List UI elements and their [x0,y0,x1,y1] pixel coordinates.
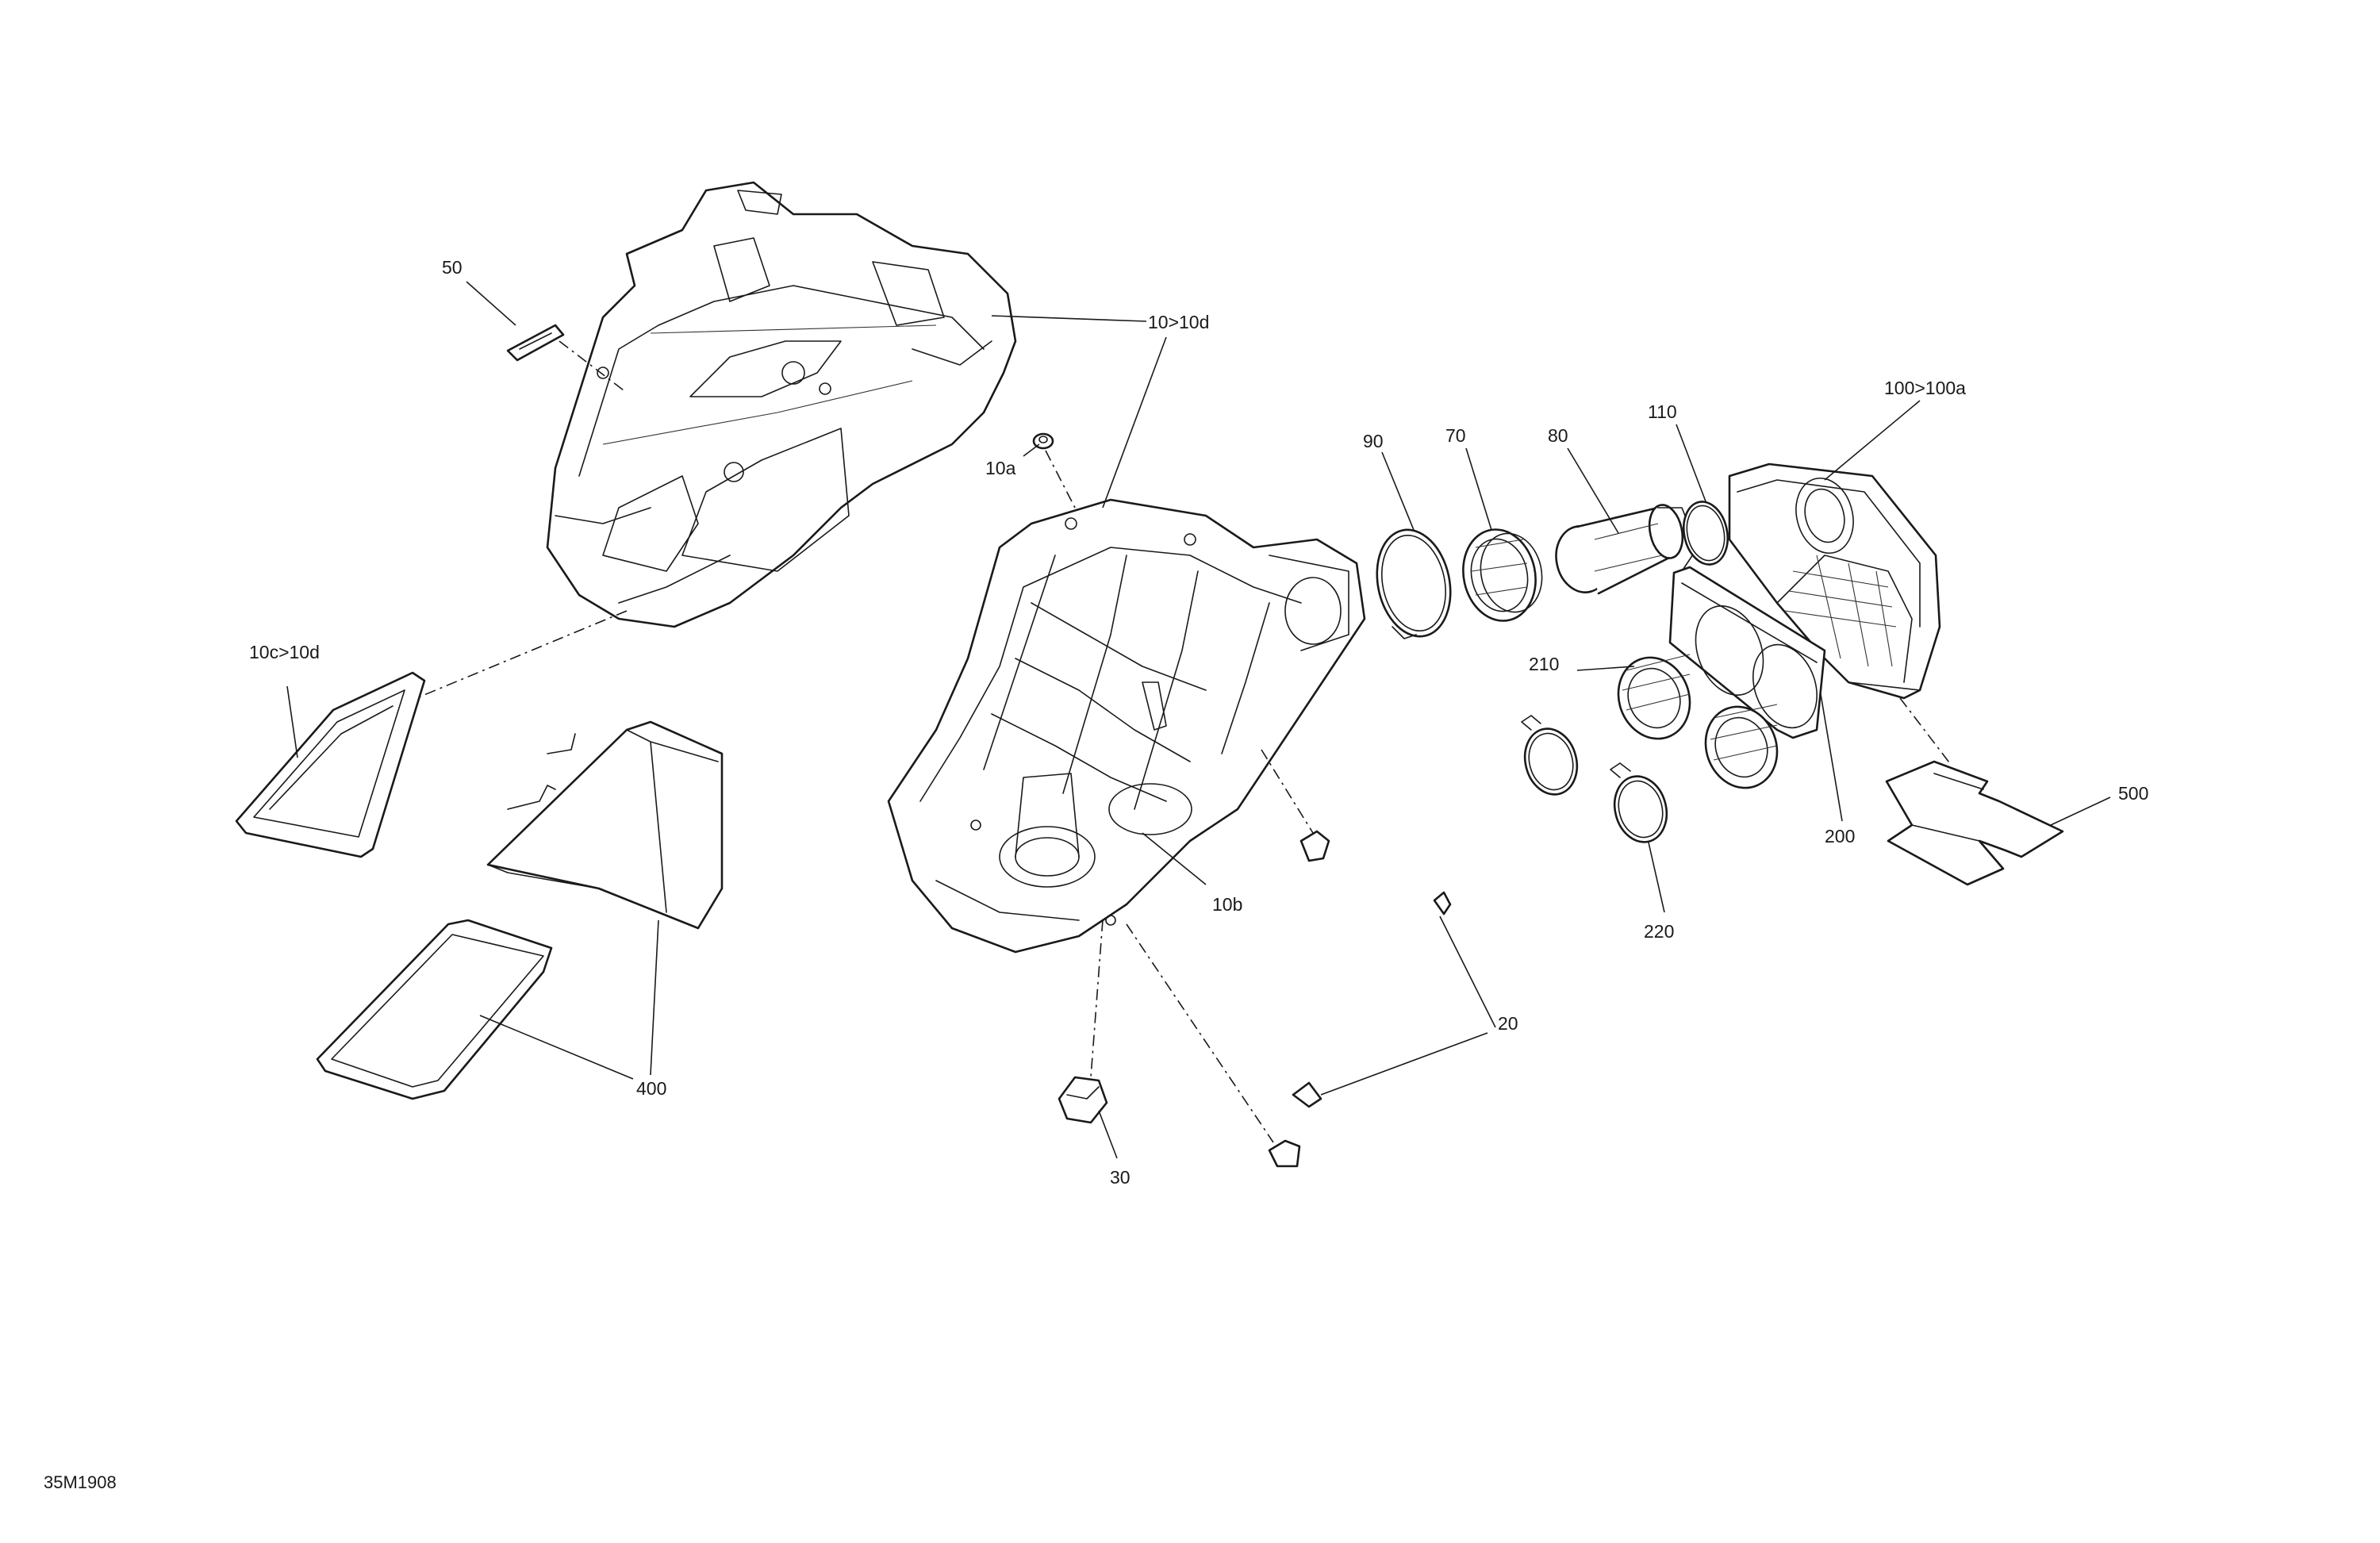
callout-210: 210 [1529,654,1559,674]
rubber-boot-part-210 [1617,654,1779,789]
heat-shield-part-400 [486,720,724,930]
callout-50: 50 [442,257,463,278]
callout-100-100a: 100>100a [1884,378,1966,398]
callout-500: 500 [2118,783,2148,804]
filter-housing-part-100 [1728,463,1941,700]
callout-400: 400 [636,1078,666,1099]
callout-70: 70 [1445,425,1466,446]
hose-clamp-part-220 [1521,715,1668,843]
callout-10-10d: 10>10d [1148,312,1209,332]
callout-10a: 10a [985,458,1016,478]
coupling-part-70 [1462,528,1543,622]
callout-80: 80 [1548,425,1568,446]
intake-tube-part-80 [1555,504,1699,595]
airbox-lower-part [887,498,1366,954]
callout-10c-10d: 10c>10d [249,642,320,662]
callout-10b: 10b [1212,894,1242,915]
airbox-cover-part [546,181,1017,628]
adapter-plate-part-200 [1668,566,1826,739]
document-reference: 35M1908 [44,1472,117,1492]
clip-part-30 [1058,1076,1108,1124]
clip-part-20 [1268,830,1452,1168]
callout-30: 30 [1110,1167,1130,1188]
cover-plate-part-400 [316,919,553,1100]
callout-90: 90 [1363,431,1384,451]
callout-200: 200 [1825,826,1855,846]
callout-labels: 50 10>10d 10a 10c>10d 10b 400 30 20 90 7… [249,257,2148,1188]
callout-110: 110 [1648,401,1677,422]
pad-part-500 [1885,760,2064,886]
o-ring-part-110 [1683,501,1729,566]
assembly-axis-lines [416,340,1952,1143]
leader-lines [286,281,2111,1159]
callout-20: 20 [1498,1013,1518,1034]
callout-220: 220 [1644,921,1674,942]
clip-part-50 [506,324,565,362]
filter-frame-part-10c [235,671,426,858]
clamp-part-90 [1376,528,1452,639]
